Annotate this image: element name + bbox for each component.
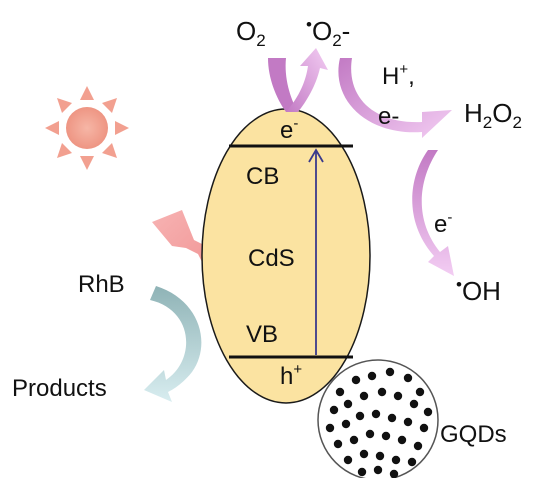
valence-band-label: VB [246, 321, 278, 348]
gqd-dot [343, 399, 353, 409]
gqd-dot [365, 429, 375, 439]
gqd-dot [403, 417, 413, 427]
gqd-dot [357, 467, 367, 477]
cds-label: CdS [248, 245, 295, 272]
gqd-dot [371, 409, 381, 419]
gqd-dot [385, 367, 395, 377]
gqd-dot [413, 441, 423, 451]
gqd-dot [415, 387, 425, 397]
gqd-dot [355, 411, 365, 421]
h-plus-label: H+, [382, 61, 415, 90]
superoxide-to-h2o2-arrow [338, 58, 452, 138]
superoxide-label: •O2- [306, 15, 350, 50]
cb-to-superoxide-arrow [286, 48, 328, 112]
gqd-dot [375, 451, 385, 461]
gqd-dot [351, 375, 361, 385]
gqd-dot [423, 407, 433, 417]
gqd-dot [389, 469, 399, 478]
gqds-particle [317, 359, 439, 478]
excitation-arrow [308, 148, 324, 355]
gqd-dot [335, 387, 345, 397]
gqd-dot [419, 423, 429, 433]
o2-label: O2 [236, 16, 266, 50]
cb-electron-label: e- [280, 115, 298, 144]
gqd-dot [387, 413, 397, 423]
o2-to-cb-arrow [268, 58, 298, 112]
gqd-dot [391, 455, 401, 465]
gqd-dot [325, 423, 335, 433]
gqd-dot [409, 399, 419, 409]
sun-icon [45, 86, 129, 170]
gqd-dot [367, 371, 377, 381]
gqd-dot [359, 449, 369, 459]
electron-right-label: e- [434, 209, 452, 238]
gqd-dot [397, 435, 407, 445]
h2o2-label: H2O2 [464, 98, 522, 132]
gqd-dot [343, 455, 353, 465]
gqd-dot [381, 431, 391, 441]
gqd-dot [373, 465, 383, 475]
products-label: Products [12, 375, 107, 402]
gqd-dot [349, 435, 359, 445]
gqd-dot [407, 457, 417, 467]
gqds-label: GQDs [440, 421, 507, 448]
gqd-dot [403, 373, 413, 383]
vb-hole-label: h+ [280, 361, 302, 390]
gqd-dot [333, 439, 343, 449]
gqd-dot [377, 387, 387, 397]
gqd-dot [359, 391, 369, 401]
electron-top-label: e- [378, 103, 399, 130]
conduction-band-label: CB [246, 163, 279, 190]
gqd-dots [325, 367, 433, 478]
rhb-label: RhB [78, 271, 125, 298]
gqd-dot [341, 419, 351, 429]
hydroxyl-label: •OH [456, 275, 501, 306]
gqd-dot [393, 391, 403, 401]
gqd-dot [329, 405, 339, 415]
h2o2-to-oh-arrow [412, 150, 454, 276]
rhb-to-products-arrow [144, 286, 202, 402]
